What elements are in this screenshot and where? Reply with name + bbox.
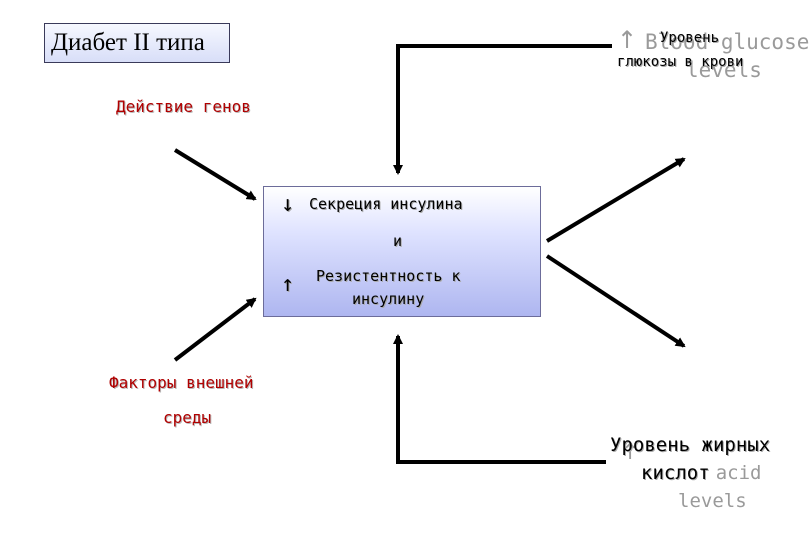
center-line-and: и — [393, 232, 403, 250]
arrow-box-to-fatty — [545, 254, 686, 348]
arrow-env-to-box — [173, 297, 257, 362]
center-box — [263, 186, 541, 317]
glucose-line2: глюкозы в крови — [617, 54, 744, 70]
glucose-ghost-line2: levels — [686, 58, 762, 82]
diagram-title: Диабет II типа — [44, 23, 230, 63]
arrow-up-glyph: ↑ — [281, 272, 295, 297]
fatty-arrow-glyph: ↑ — [621, 440, 640, 465]
arrow-genes-to-box — [173, 148, 257, 201]
center-line-secretion: Секреция инсулина — [309, 195, 463, 213]
feedback-fatty-line — [393, 334, 606, 464]
fatty-line2: кислот — [641, 462, 710, 484]
center-line-resistance: Резистентность к — [316, 267, 461, 285]
glucose-line1: Уровень — [660, 30, 720, 46]
glucose-arrow-glyph: ↑ — [617, 26, 638, 54]
fatty-line2-row: кислот acid — [641, 462, 761, 484]
env-label-line1: Факторы внешней — [109, 373, 254, 392]
fatty-ghost-acid: acid — [715, 462, 762, 484]
feedback-glucose-line — [393, 44, 612, 175]
fatty-line1: Уровень жирных — [610, 434, 771, 456]
arrow-down-glyph: ↓ — [281, 192, 295, 217]
genes-label: Действие генов — [116, 97, 251, 116]
env-label-line2: среды — [163, 408, 212, 427]
center-line-insulin: инсулину — [352, 290, 425, 308]
fatty-ghost-levels: levels — [678, 490, 747, 512]
arrow-box-to-glucose — [545, 157, 686, 243]
glucose-ghost-line1: Blood glucose — [645, 30, 810, 54]
